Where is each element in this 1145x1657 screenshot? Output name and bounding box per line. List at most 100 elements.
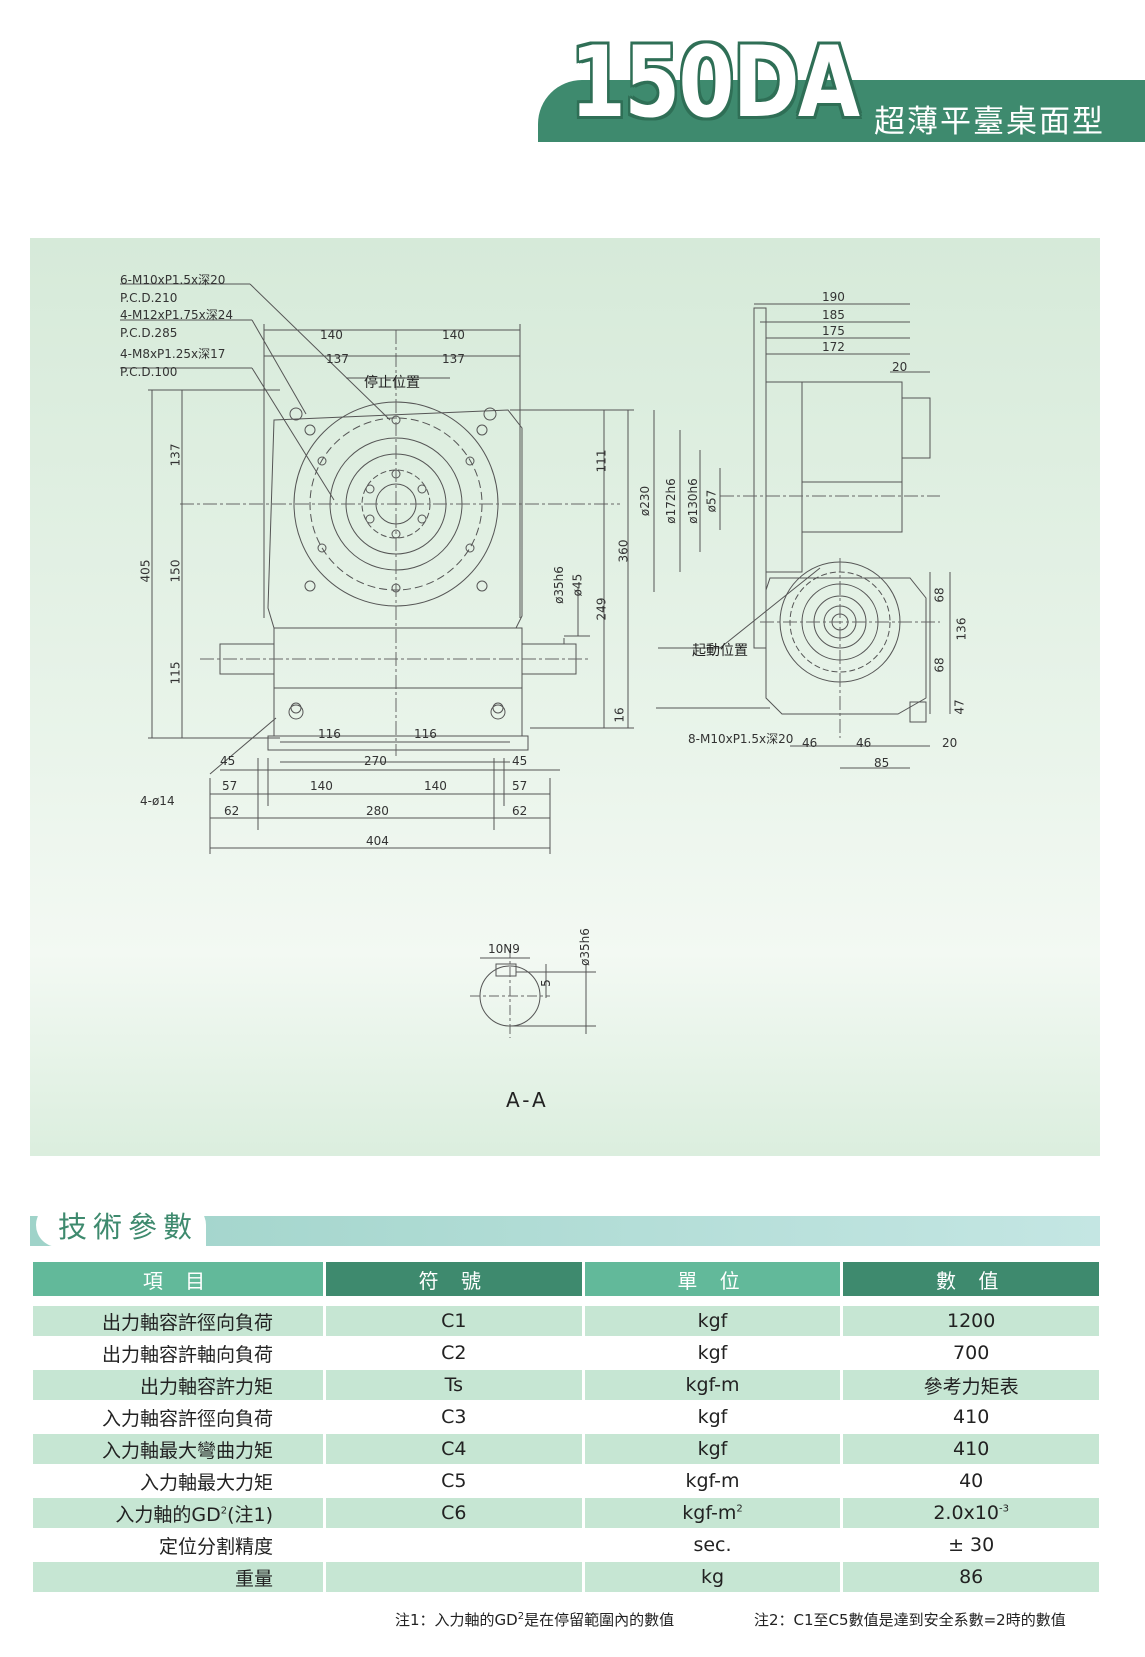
dim: 190: [822, 290, 845, 304]
callout-4: P.C.D.285: [120, 325, 178, 340]
dim: 45: [512, 754, 528, 768]
dim: 140: [442, 328, 465, 342]
dim: 46: [856, 736, 872, 750]
dim: 5: [538, 979, 553, 987]
row-name: 重量: [33, 1560, 324, 1592]
col-unit: 單 位: [584, 1262, 841, 1296]
row-name: 入力軸的GD2(注1): [33, 1496, 324, 1528]
row-name: 定位分割精度: [33, 1528, 324, 1560]
dim: 270: [364, 754, 387, 768]
dim: 140: [310, 779, 333, 793]
table-row: 出力軸容許徑向負荷 C1 kgf 1200: [33, 1304, 1099, 1336]
dim: 360: [616, 539, 631, 563]
dim: 140: [320, 328, 343, 342]
table-row: 出力軸容許力矩 Ts kgf-m 參考力矩表: [33, 1368, 1099, 1400]
dim: 404: [366, 834, 389, 848]
callout-holes: 4-ø14: [140, 794, 175, 808]
dim: ø35h6: [551, 566, 566, 604]
row-symbol: Ts: [326, 1368, 582, 1400]
row-name: 入力軸最大力矩: [33, 1464, 324, 1496]
dim: ø57: [704, 489, 719, 513]
dim: 20: [942, 736, 958, 750]
table-row: 入力軸最大力矩 C5 kgf-m 40: [33, 1464, 1099, 1496]
dim: 47: [952, 699, 967, 715]
row-unit: kgf: [584, 1400, 841, 1432]
note-1: 注1：入力軸的GD2是在停留範圍內的數值: [395, 1611, 675, 1629]
label-stop-position: 停止位置: [364, 375, 420, 391]
callout-2: P.C.D.210: [120, 290, 178, 305]
dim: 150: [168, 559, 183, 583]
row-symbol: C1: [326, 1304, 582, 1336]
row-unit: sec.: [584, 1528, 841, 1560]
row-name: 入力軸最大彎曲力矩: [33, 1432, 324, 1464]
front-view: [120, 283, 634, 854]
row-symbol: [326, 1528, 582, 1560]
dim: 405: [138, 559, 153, 583]
model-title: 150DA: [570, 26, 860, 140]
table-row: 定位分割精度 sec. ± 30: [33, 1528, 1099, 1560]
dim: 137: [168, 443, 183, 467]
dim: 68: [932, 657, 947, 673]
row-name: 出力軸容許軸向負荷: [33, 1336, 324, 1368]
dim: 175: [822, 324, 845, 338]
dim: 280: [366, 804, 389, 818]
dim: 136: [954, 617, 969, 641]
row-value: 700: [843, 1336, 1099, 1368]
dim: 116: [318, 727, 341, 741]
col-value: 數 值: [843, 1262, 1099, 1296]
label-section-aa: A-A: [506, 1088, 549, 1112]
row-symbol: C4: [326, 1432, 582, 1464]
dim: 68: [932, 587, 947, 603]
table-row: 重量 kg 86: [33, 1560, 1099, 1592]
callout-5: 4-M8xP1.25x深17: [120, 347, 226, 361]
dim: 137: [326, 352, 349, 366]
callout-1: 6-M10xP1.5x深20: [120, 273, 226, 287]
drawing-panel: 6-M10xP1.5x深20 P.C.D.210 4-M12xP1.75x深24…: [30, 238, 1100, 1156]
model-subtitle: 超薄平臺桌面型: [874, 104, 1105, 140]
row-unit: kgf: [584, 1432, 841, 1464]
callout-side-holes: 8-M10xP1.5x深20: [688, 732, 794, 746]
callout-6: P.C.D.100: [120, 364, 178, 379]
row-name: 出力軸容許力矩: [33, 1368, 324, 1400]
table-row: 出力軸容許軸向負荷 C2 kgf 700: [33, 1336, 1099, 1368]
dim: 10N9: [488, 942, 520, 956]
dim: ø230: [638, 485, 653, 517]
dim: ø45: [570, 573, 585, 597]
row-unit: kgf-m2: [584, 1496, 841, 1528]
label-start-position: 起動位置: [692, 643, 748, 659]
section-aa: [470, 948, 596, 1038]
row-name: 入力軸容許徑向負荷: [33, 1400, 324, 1432]
row-symbol: C5: [326, 1464, 582, 1496]
table-row: 入力軸的GD2(注1) C6 kgf-m2 2.0x10-3: [33, 1496, 1099, 1528]
row-symbol: C6: [326, 1496, 582, 1528]
dim: 45: [220, 754, 236, 768]
section-bar: [30, 1216, 1100, 1246]
row-value: 1200: [843, 1304, 1099, 1336]
row-value: 40: [843, 1464, 1099, 1496]
row-value: 參考力矩表: [843, 1368, 1099, 1400]
spec-table: 項 目 符 號 單 位 數 值 出力軸容許徑向負荷 C1 kgf 1200 出力…: [30, 1262, 1102, 1592]
row-unit: kgf-m: [584, 1368, 841, 1400]
table-row: 入力軸最大彎曲力矩 C4 kgf 410: [33, 1432, 1099, 1464]
callout-3: 4-M12xP1.75x深24: [120, 308, 234, 322]
dim: 185: [822, 308, 845, 322]
dim: 85: [874, 756, 890, 770]
side-view: [653, 303, 951, 769]
section-title: 技術參數: [58, 1210, 199, 1244]
technical-drawing: [120, 283, 951, 1038]
col-symbol: 符 號: [326, 1262, 582, 1296]
row-name: 出力軸容許徑向負荷: [33, 1304, 324, 1336]
row-value: 86: [843, 1560, 1099, 1592]
row-value: 410: [843, 1400, 1099, 1432]
row-unit: kg: [584, 1560, 841, 1592]
row-symbol: [326, 1560, 582, 1592]
dim: 46: [802, 736, 818, 750]
dim: 57: [222, 779, 238, 793]
row-symbol: C2: [326, 1336, 582, 1368]
dim: 115: [168, 661, 183, 685]
row-unit: kgf: [584, 1336, 841, 1368]
note-2: 注2：C1至C5數值是達到安全系數=2時的數值: [754, 1611, 1066, 1629]
row-unit: kgf: [584, 1304, 841, 1336]
dim: 57: [512, 779, 528, 793]
dim: 20: [892, 360, 908, 374]
